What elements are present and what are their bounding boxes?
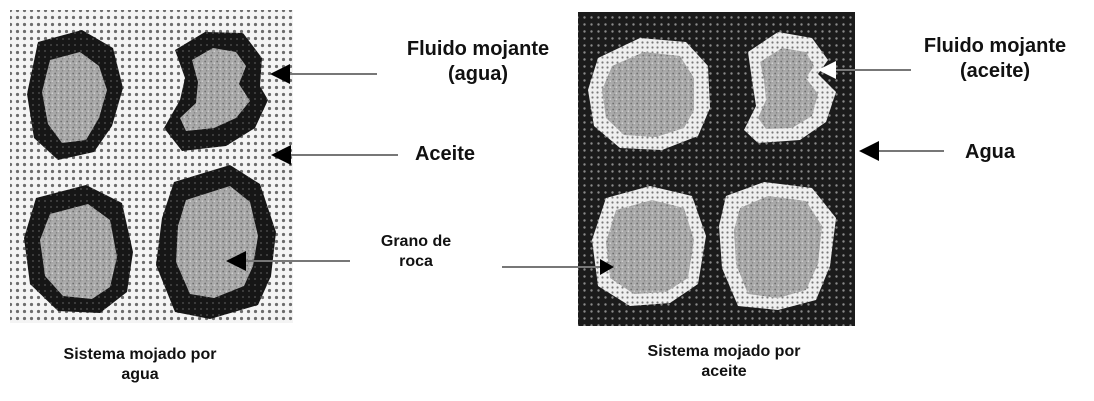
grain-arrowhead-left [226,251,246,271]
label-wetting-oil-line2: (aceite) [959,60,1031,82]
label-wetting-water-line2: (agua) [448,63,508,85]
wetting-oil-arrowhead [818,61,836,79]
annotation-arrows [226,61,944,275]
caption-oil-wet: Sistema mojado por aceite [604,342,844,382]
label-wetting-water-line1: Fluido mojante [406,38,550,60]
water-arrowhead [859,141,879,161]
label-agua: Agua [945,140,1035,165]
label-agua-text: Agua [965,141,1015,163]
oil-arrowhead [271,145,291,165]
caption-oil-wet-line1: Sistema mojado por [647,343,801,360]
rock-grains [40,48,258,299]
caption-water-wet-line1: Sistema mojado por [63,346,217,363]
label-wetting-fluid-oil: Fluido mojante (aceite) [905,34,1085,84]
wetting-water-arrowhead [270,64,290,84]
label-aceite: Aceite [395,142,495,167]
label-aceite-text: Aceite [414,143,476,165]
caption-water-wet-line2: agua [121,366,159,383]
label-wetting-oil-line1: Fluido mojante [923,35,1067,57]
oil-wet-panel [578,12,855,326]
water-wet-panel [10,10,293,323]
caption-water-wet: Sistema mojado por agua [20,345,260,385]
label-grain-line2: roca [399,253,433,270]
caption-oil-wet-line2: aceite [701,363,747,380]
label-rock-grain: Grano de roca [356,232,476,272]
grain-arrowhead-right [600,259,614,275]
label-grain-line1: Grano de [380,233,452,250]
label-wetting-fluid-water: Fluido mojante (agua) [378,37,578,87]
rock-grains-right [602,48,822,298]
